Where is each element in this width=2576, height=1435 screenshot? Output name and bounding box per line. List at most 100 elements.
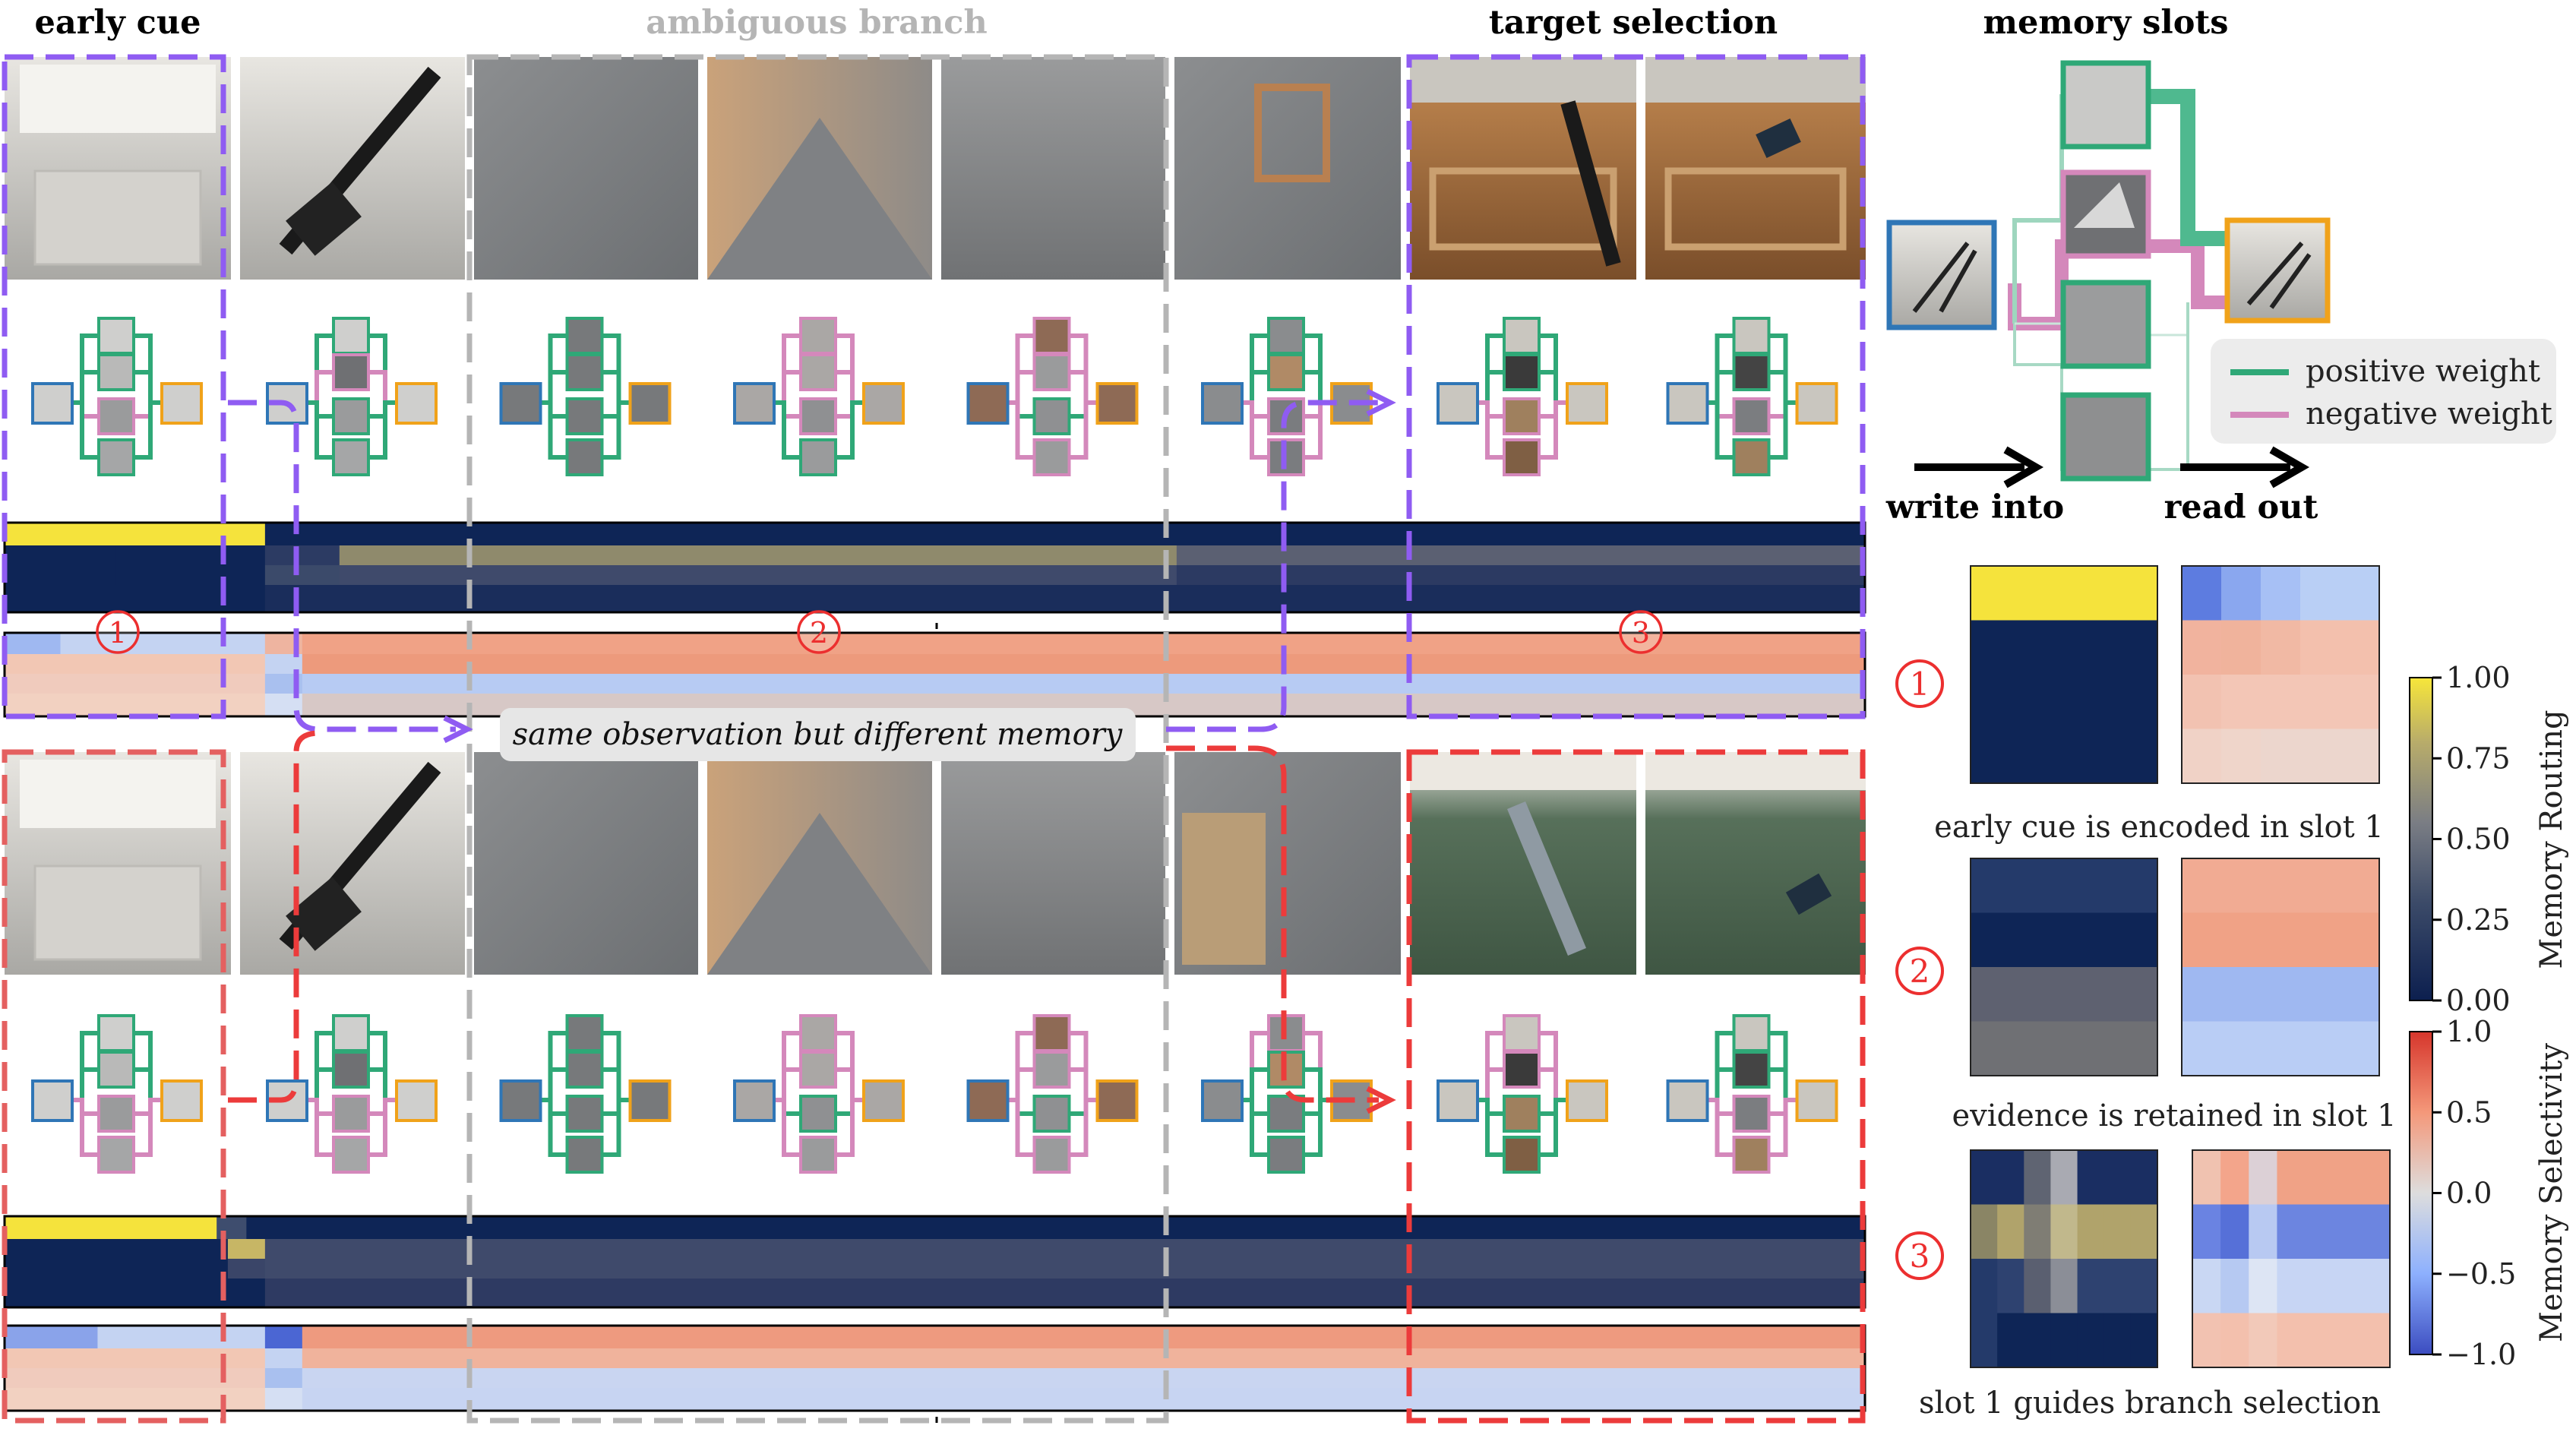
selectivity-heatmap-top <box>5 654 265 674</box>
memory-slot-4 <box>333 1137 368 1172</box>
connector-in <box>305 403 333 457</box>
mini-heat-cell <box>2050 1259 2078 1313</box>
output-frame <box>1567 1081 1607 1121</box>
mini-heat-cell <box>2306 1205 2334 1260</box>
mini-heat-cell <box>2104 1313 2132 1368</box>
memory-slot-3 <box>1035 1096 1070 1131</box>
slot-4-frame <box>2063 395 2148 479</box>
connector-out <box>602 336 631 403</box>
memory-slot-3 <box>1734 1096 1769 1131</box>
marker-3-right: 3 <box>1897 1233 1942 1279</box>
output-frame <box>1098 1081 1137 1121</box>
memory-slot-1 <box>1504 318 1539 353</box>
marker-1-right: 1 <box>1897 661 1942 706</box>
selectivity-heatmap-top <box>60 633 265 654</box>
routing-heatmap-top <box>116 545 266 565</box>
write-into-label: write into <box>1885 488 2064 526</box>
mini-heat-cell <box>2249 1259 2277 1313</box>
mini-heat-cell <box>2131 1150 2158 1205</box>
memory-slot-4 <box>1504 1137 1539 1172</box>
mini-heat-cell <box>2220 1313 2249 1368</box>
selectivity-tick-label: 0.5 <box>2446 1095 2492 1129</box>
memory-slot-3 <box>1504 1096 1539 1131</box>
connector-out <box>1769 1100 1797 1155</box>
selectivity-tick-label: −0.5 <box>2446 1257 2516 1291</box>
cardboard-box <box>1182 813 1266 965</box>
memory-slot-2 <box>1734 355 1769 390</box>
connector-out <box>1070 403 1098 457</box>
read-arrow-icon <box>2180 450 2302 485</box>
connector-out <box>602 1100 631 1155</box>
marker-1-top-label: 1 <box>109 616 127 650</box>
connector-out <box>1070 372 1098 403</box>
memory-slot-3 <box>801 399 836 434</box>
marker-1-right-label: 1 <box>1910 665 1930 703</box>
mini-heat-cell <box>2221 566 2262 621</box>
routing-colorbar: 1.000.750.500.250.00 Memory Routing <box>2410 661 2569 1017</box>
marker-2-right-label: 2 <box>1910 953 1930 990</box>
output-frame <box>397 384 436 423</box>
mini-heat-cell <box>2104 1150 2132 1205</box>
connector-out <box>1070 1100 1098 1155</box>
memory-slot-4 <box>1035 1137 1070 1172</box>
connector-out <box>134 1100 162 1155</box>
mini-heat-cell <box>2340 675 2380 729</box>
input-frame <box>735 1081 774 1121</box>
memory-slot-4 <box>801 1137 836 1172</box>
memory-slot-2 <box>567 1052 602 1087</box>
write-arrow-icon <box>1914 450 2036 485</box>
mini-heat-cell <box>2362 1150 2391 1205</box>
connector-in <box>1706 336 1734 403</box>
selectivity-heatmap-top <box>302 654 1866 674</box>
connector-in <box>539 372 567 403</box>
mini-heat-cell <box>1971 566 2158 621</box>
memory-slot-2 <box>333 1052 368 1087</box>
output-frame <box>864 1081 903 1121</box>
memory-slot-1 <box>567 318 602 353</box>
mini-heat-cell <box>2300 566 2341 621</box>
mini-heat-cell <box>2192 1205 2221 1260</box>
mini-heat-cell <box>1971 1313 1998 1368</box>
memory-slot-4 <box>801 440 836 475</box>
negative-weight-label: negative weight <box>2306 397 2552 431</box>
routing-heatmap-top <box>265 545 340 565</box>
connector-out <box>1070 1070 1098 1100</box>
memory-slot-4 <box>99 1137 134 1172</box>
connector-in <box>1706 1033 1734 1100</box>
mini-heat-cell <box>2182 675 2222 729</box>
connector-out <box>1539 336 1567 403</box>
output-frame <box>1567 384 1607 423</box>
routing-heatmap-top <box>340 565 1177 585</box>
connector-in <box>1476 1070 1504 1100</box>
output-frame <box>631 1081 670 1121</box>
mini-heat-cell <box>1971 967 2158 1022</box>
connector-in <box>773 403 801 457</box>
photo-strip-top <box>5 57 1866 280</box>
connector-out <box>368 372 397 403</box>
connector-in <box>539 336 567 403</box>
heatmap-group-top <box>5 523 1866 716</box>
output-frame <box>1797 384 1837 423</box>
routing-heatmap-top <box>5 523 265 545</box>
mini-heat-cell <box>1997 1259 2024 1313</box>
mini-heat-cell <box>2182 967 2380 1022</box>
connector-in <box>539 1070 567 1100</box>
routing-heatmap-bottom <box>265 1279 1866 1307</box>
output-frame <box>1797 1081 1837 1121</box>
connector-in <box>1241 372 1269 403</box>
routing-heatmap-bottom <box>265 1239 1866 1259</box>
header-target-selection: target selection <box>1489 4 1778 42</box>
memory-slot-2 <box>1504 355 1539 390</box>
connector-in <box>1007 1033 1035 1100</box>
connector-out <box>602 1033 631 1100</box>
connector-out <box>1539 1033 1567 1100</box>
input-frame <box>501 384 541 423</box>
routing-heatmap-bottom <box>5 1239 228 1259</box>
selectivity-heatmap-bottom <box>265 1368 303 1388</box>
memory-slot-2 <box>99 355 134 390</box>
mini-heat-cell <box>1971 675 2158 729</box>
memory-slot-1 <box>1035 1016 1070 1051</box>
routing-tick-label: 0.50 <box>2446 823 2511 856</box>
mini-heat-cell <box>2131 1259 2158 1313</box>
memory-slot-4 <box>1269 1137 1304 1172</box>
